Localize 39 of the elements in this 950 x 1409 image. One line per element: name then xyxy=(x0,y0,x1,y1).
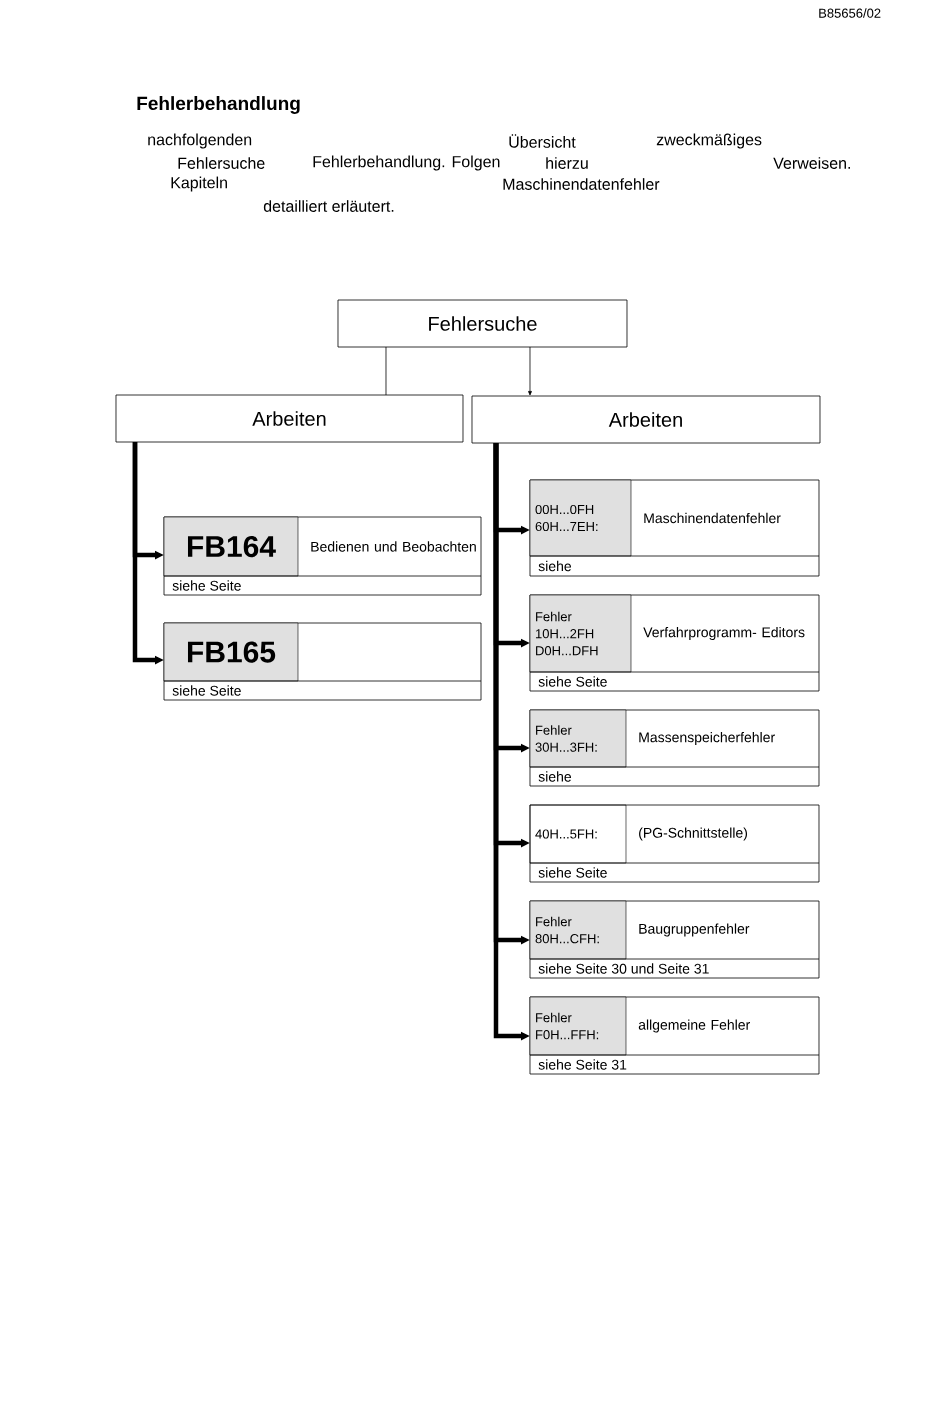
page-reference: siehe Seite xyxy=(538,867,607,878)
page-reference: siehe xyxy=(538,771,572,782)
description: Verfahrprogramm- Editors xyxy=(643,627,805,641)
code-cell: FB164 xyxy=(163,516,299,577)
heading-box: Arbeiten xyxy=(115,394,464,443)
code-cell: Fehler 10H...2FH D0H...DFH xyxy=(529,594,632,673)
page-reference: siehe Seite xyxy=(172,685,241,696)
body-text: Übersicht xyxy=(509,134,576,148)
description: (PG-Schnittstelle) xyxy=(639,827,747,841)
code-cell: 40H...5FH: xyxy=(529,804,627,864)
code-cell: 00H...0FH 60H...7EH: xyxy=(529,479,632,557)
description: Bedienen und Beobachten xyxy=(311,541,476,552)
arrow xyxy=(528,346,532,396)
body-text: hierzu xyxy=(546,157,588,169)
page-reference: siehe Seite xyxy=(538,676,607,687)
heading: Fehlerbehandlung xyxy=(137,96,300,114)
body-text: Verweisen. xyxy=(773,157,850,169)
page-reference: siehe Seite xyxy=(172,580,241,591)
page-number: B85656/02 xyxy=(819,8,881,18)
body-text: zweckmäßiges xyxy=(656,133,762,149)
code-cell: FB165 xyxy=(163,622,299,682)
body-text: Fehlersuche xyxy=(178,157,265,169)
page-reference: siehe Seite 30 und Seite 31 xyxy=(538,963,709,974)
page-reference: siehe xyxy=(538,560,572,572)
code-cell: Fehler F0H...FFH: xyxy=(529,996,627,1056)
description: Baugruppenfehler xyxy=(639,923,750,937)
heading-box: Fehlersuche xyxy=(337,299,628,348)
body-text: Kapiteln xyxy=(171,176,227,192)
page-reference: siehe Seite 31 xyxy=(538,1059,627,1070)
body-text: nachfolgenden xyxy=(148,133,252,149)
body-text: Fehlerbehandlung. Folgen xyxy=(313,155,500,171)
body-text: Maschinendatenfehler xyxy=(503,178,660,190)
heading-box: Arbeiten xyxy=(471,395,821,444)
description: Maschinendatenfehler xyxy=(644,512,781,524)
code-cell: Fehler 80H...CFH: xyxy=(529,900,627,960)
code-cell: Fehler 30H...3FH: xyxy=(529,709,627,768)
description: Massenspeicherfehler xyxy=(639,732,775,746)
description: allgemeine Fehler xyxy=(638,1019,750,1033)
body-text: detailliert erläutert. xyxy=(263,200,394,212)
